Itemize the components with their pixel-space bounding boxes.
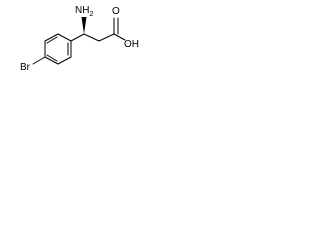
ring-double-bond <box>46 54 58 62</box>
structure-diagram: NH2 O OH Br <box>20 5 139 73</box>
ring-chiral-bond <box>70 33 85 42</box>
ring-bond <box>44 56 59 65</box>
ring-bond <box>57 56 72 65</box>
benzene-ring <box>44 33 72 65</box>
c-oh-bond <box>113 33 126 41</box>
hydroxyl-label: OH <box>124 39 139 50</box>
wedge-bond <box>81 17 87 34</box>
carbonyl-oxygen-label: O <box>112 6 120 17</box>
amine-label: NH2 <box>75 5 93 18</box>
ring-double-bond <box>46 36 58 44</box>
ring-bond <box>44 33 59 42</box>
ch2-cooh-bond <box>98 33 115 42</box>
c-br-bond <box>32 56 46 65</box>
bromine-label: Br <box>20 62 31 73</box>
ring-bond <box>57 33 72 42</box>
chiral-ch2-bond <box>83 33 100 42</box>
